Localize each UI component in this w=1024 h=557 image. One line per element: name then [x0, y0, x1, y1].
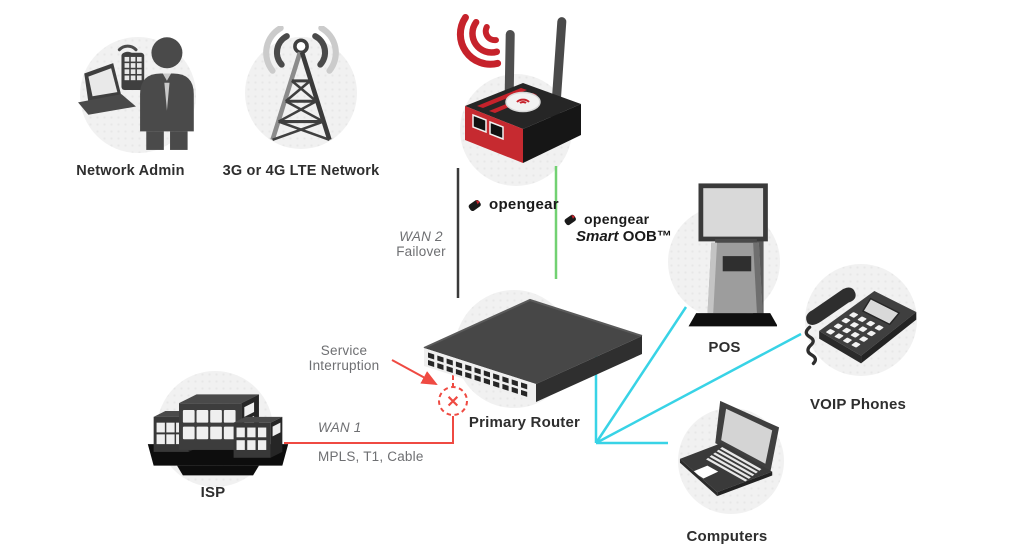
service-interruption-arrow — [391, 359, 438, 385]
smart-oob-block: opengear Smart OOB™ — [562, 211, 672, 245]
voip-phone-icon — [804, 287, 917, 366]
wan2-sublabel: Failover — [396, 244, 446, 259]
computers-laptop-icon — [679, 400, 780, 497]
wan2-annotation: WAN 2 Failover — [381, 229, 461, 259]
opengear-logo-icon — [564, 214, 576, 225]
smart-oob-logo-text: opengear — [584, 211, 650, 227]
service-interruption-line1: Service — [320, 343, 368, 358]
service-interruption-annotation: Service Interruption — [298, 343, 390, 373]
primary-router-label: Primary Router — [468, 414, 581, 431]
failure-mark: ✕ — [446, 394, 459, 411]
lan-line-pos — [594, 306, 688, 444]
smart-oob-logo: opengear — [562, 211, 672, 227]
isp-label: ISP — [200, 484, 226, 501]
pos-terminal-icon — [688, 183, 777, 327]
opengear-logo-text: opengear — [489, 196, 559, 213]
smart-oob-product-name: Smart — [576, 228, 619, 245]
lan-line-voip — [595, 332, 802, 445]
wan1-sublabel: MPLS, T1, Cable — [318, 449, 424, 464]
computers-label: Computers — [686, 528, 768, 545]
service-interruption-line2: Interruption — [308, 358, 380, 373]
cellular-signal-icon — [456, 13, 502, 68]
wan2-label: WAN 2 — [399, 229, 443, 244]
pos-label: POS — [708, 339, 741, 356]
failure-circle — [438, 386, 468, 416]
opengear-device-icon — [456, 13, 581, 163]
voip-phones-label: VOIP Phones — [809, 396, 907, 413]
network-admin-label: Network Admin — [76, 163, 185, 179]
opengear-logo: opengear — [466, 196, 559, 213]
isp-building-icon — [147, 394, 289, 476]
wan1-line — [284, 416, 454, 444]
primary-router-icon — [423, 298, 643, 402]
network-admin-icon — [78, 37, 194, 150]
smart-oob-label: Smart OOB™ — [576, 228, 672, 245]
lte-network-label: 3G or 4G LTE Network — [222, 163, 380, 179]
smart-oob-product-suffix: OOB™ — [622, 228, 672, 245]
wan1-label: WAN 1 — [318, 420, 362, 435]
opengear-logo-icon — [468, 199, 481, 211]
lte-tower-icon — [263, 26, 339, 142]
